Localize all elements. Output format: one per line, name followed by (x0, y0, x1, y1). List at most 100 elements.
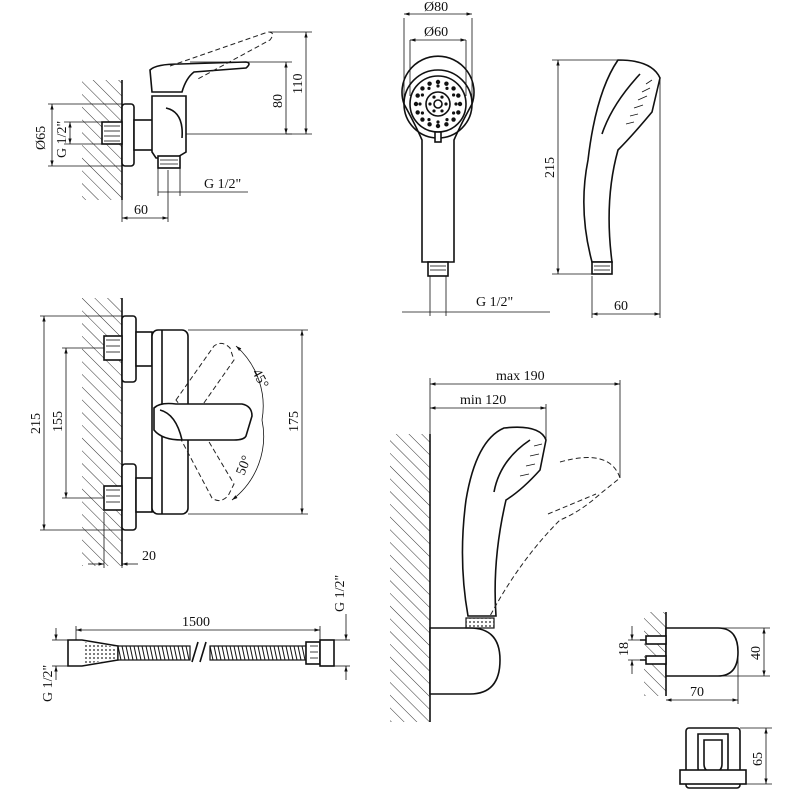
dim-front-h175-label: 175 (287, 411, 302, 432)
holder-side-profile (665, 627, 739, 677)
hose-coil (253, 645, 258, 661)
hose-coil (225, 645, 230, 661)
spray-nozzle (427, 86, 431, 91)
nut-top (135, 331, 153, 367)
showerhead-front-view: Ø80 Ø60 G 1/2" (401, 0, 550, 316)
hose-coil (221, 645, 226, 661)
spray-nozzle (445, 86, 449, 91)
spray-nozzle (435, 79, 441, 85)
hose-coil (181, 645, 186, 661)
screw-top (645, 635, 667, 645)
dim-hose-g-right-label: G 1/2" (333, 575, 348, 612)
hose-coil (145, 645, 150, 661)
dim-d80-label: Ø80 (424, 0, 448, 15)
angle-50-label: 50° (234, 454, 255, 478)
hose-view: 1500 G 1/2" G 1/2" (41, 575, 350, 702)
dim-d65-label: Ø65 (34, 126, 49, 150)
hose-coil (229, 645, 234, 661)
hose-coil (257, 645, 262, 661)
spray-nozzle (457, 101, 463, 107)
hose-coil (121, 645, 126, 661)
spray-nozzle (428, 102, 432, 106)
hose-coil (213, 645, 218, 661)
hose-end-nut (305, 641, 321, 665)
dim-g-left-label: G 1/2" (55, 121, 70, 158)
flange-top (121, 315, 137, 383)
hose-coil (177, 645, 182, 661)
spray-nozzle (427, 117, 431, 122)
hose-coil (185, 645, 190, 661)
dim-w60-label: 60 (134, 203, 148, 218)
hose-coil (117, 645, 122, 661)
spray-selector (434, 131, 442, 143)
dim-hose-g-left-label: G 1/2" (41, 665, 56, 702)
holder-detail-view: 18 40 70 65 (617, 612, 772, 789)
hose-coil (277, 645, 282, 661)
dim-detail-h18-label: 18 (617, 642, 632, 656)
spray-nozzle (415, 93, 420, 98)
spray-nozzle (456, 93, 461, 98)
wall-hatch-detail (644, 612, 666, 696)
dim-hs-g-label: G 1/2" (476, 295, 513, 310)
spray-nozzle (427, 122, 432, 127)
screw-bottom (645, 655, 667, 665)
spray-nozzle (444, 102, 448, 106)
hose-coil (133, 645, 138, 661)
hose-coil (217, 645, 222, 661)
angle-45-label: 45° (248, 367, 270, 391)
handshower-side-thread (591, 261, 613, 275)
lever-front (153, 402, 253, 441)
outlet-nut (157, 155, 181, 169)
hose-coil (233, 645, 238, 661)
holder-assembly-view: max 190 min 120 (390, 369, 621, 722)
hose-coil (141, 645, 146, 661)
hose-end-cap (319, 639, 335, 667)
hose-coil (153, 645, 158, 661)
nut-bottom (135, 477, 153, 513)
hose-coil (241, 645, 246, 661)
dim-hs-w60-label: 60 (614, 299, 628, 314)
spray-nozzle (420, 93, 425, 97)
hose-coil (237, 645, 242, 661)
wall-hatch-holder (390, 434, 430, 722)
hose-coil (269, 645, 274, 661)
hose-coil (293, 645, 298, 661)
hose-coil (289, 645, 294, 661)
inlet-thread (101, 121, 123, 145)
dim-h110-label: 110 (291, 74, 306, 94)
hose-coil (137, 645, 142, 661)
hose-coil (249, 645, 254, 661)
handshower-body (401, 55, 475, 263)
lever-handle (149, 61, 250, 93)
dim-detail-h65-label: 65 (751, 752, 766, 766)
holder-clamp (465, 617, 495, 629)
spray-nozzle (444, 81, 449, 86)
dim-front-h155-label: 155 (51, 411, 66, 432)
hose-coil (273, 645, 278, 661)
dim-detail-h40-label: 40 (749, 646, 764, 660)
handshower-side-body (583, 59, 661, 263)
dim-g-bottom-label: G 1/2" (204, 177, 241, 192)
dim-front-h215-label: 215 (29, 413, 44, 434)
spray-nozzle (420, 117, 425, 122)
dim-d60-label: Ø60 (424, 25, 448, 40)
dim-hs-h215-label: 215 (543, 157, 558, 178)
hose-coil (297, 645, 302, 661)
dim-detail-w70-label: 70 (690, 685, 704, 700)
dim-front-w20-label: 20 (142, 549, 156, 564)
hose-coil (125, 645, 130, 661)
flange-bottom (121, 463, 137, 531)
spray-nozzle (444, 122, 449, 127)
hose-coil (209, 645, 214, 661)
spray-nozzle (436, 120, 440, 124)
hose-coil (157, 645, 162, 661)
spray-nozzle (420, 111, 425, 115)
hose-coil (161, 645, 166, 661)
spray-nozzles (413, 79, 463, 129)
hose-coil (129, 645, 134, 661)
hose-coil (301, 645, 306, 661)
spray-nozzle (440, 109, 444, 113)
hose-coil (261, 645, 266, 661)
hose-coil (173, 645, 178, 661)
spray-nozzle (451, 111, 456, 115)
